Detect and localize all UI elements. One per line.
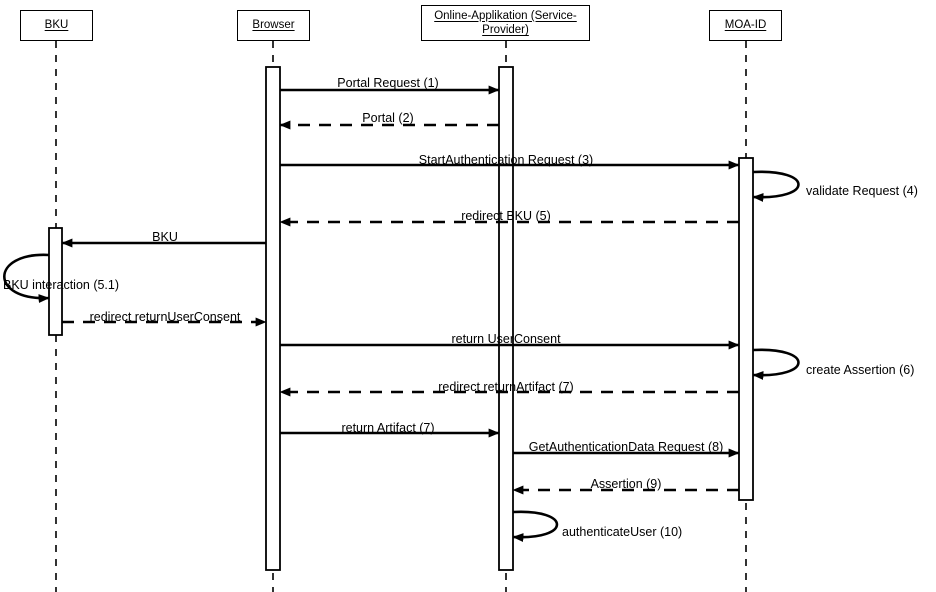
message-label-m2: Portal (2) — [362, 111, 414, 125]
message-label-m13: GetAuthenticationData Request (8) — [528, 440, 724, 454]
lifeline-box-oa[interactable]: Online-Applikation (Service-Provider) — [421, 5, 590, 41]
message-label-m12: return Artifact (7) — [341, 421, 435, 435]
lifeline-label-oa: Online-Applikation (Service-Provider) — [434, 9, 577, 36]
lifeline-box-moaid[interactable]: MOA-ID — [709, 10, 782, 41]
activation-bars — [48, 66, 754, 571]
lifeline-label-browser: Browser — [252, 19, 295, 32]
self-message-arrow-m4 — [752, 170, 800, 203]
message-label-m15: authenticateUser (10) — [562, 525, 683, 539]
message-label-m8: redirect returnUserConsent — [89, 310, 241, 324]
message-label-m1: Portal Request (1) — [337, 76, 439, 90]
self-message-arrow-m7 — [3, 253, 50, 304]
activation-bar-oa — [498, 66, 514, 571]
message-label-m3: StartAuthentication Request (3) — [418, 153, 594, 167]
lifeline-label-bku: BKU — [44, 19, 69, 32]
message-label-m5: redirect BKU (5) — [461, 209, 551, 223]
message-label-m11: redirect returnArtifact (7) — [438, 380, 574, 394]
activation-bar-bku — [48, 227, 63, 336]
lifeline-label-moaid: MOA-ID — [724, 19, 767, 32]
self-message-arrow-m10 — [752, 348, 800, 381]
message-label-m6: BKU — [152, 230, 178, 244]
self-message-arrow-m15 — [512, 510, 558, 543]
activation-bar-moaid — [738, 157, 754, 501]
message-arrows — [3, 85, 800, 543]
message-label-m7: BKU interaction (5.1) — [3, 278, 120, 292]
lifeline-box-bku[interactable]: BKU — [20, 10, 93, 41]
message-label-m9: return UserConsent — [451, 332, 561, 346]
activation-bar-browser — [265, 66, 281, 571]
message-label-m14: Assertion (9) — [590, 477, 662, 491]
lifeline-box-browser[interactable]: Browser — [237, 10, 310, 41]
message-label-m4: validate Request (4) — [806, 184, 918, 198]
message-label-m10: create Assertion (6) — [806, 363, 915, 377]
